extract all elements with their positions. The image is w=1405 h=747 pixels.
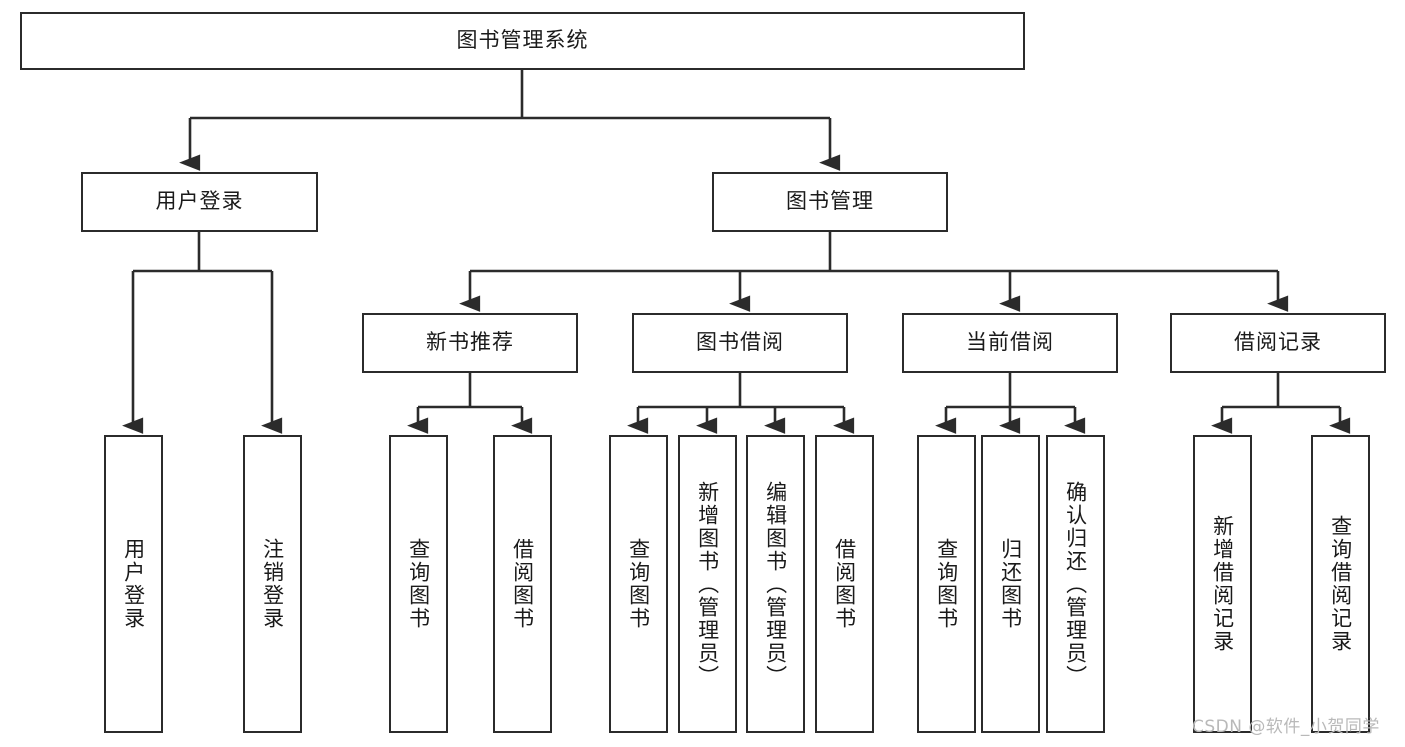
leaf-current-borrow-2[interactable]: 确认归还（管理员）	[1046, 435, 1105, 733]
leaf-user-login-1-label: 注销登录	[260, 538, 285, 630]
leaf-current-borrow-1[interactable]: 归还图书	[981, 435, 1040, 733]
leaf-book-borrow-3-label: 借阅图书	[832, 538, 857, 630]
leaf-new-book-1[interactable]: 借阅图书	[493, 435, 552, 733]
node-root-label: 图书管理系统	[456, 28, 589, 53]
node-new-book-recommend-label: 新书推荐	[426, 330, 514, 355]
node-root[interactable]: 图书管理系统	[20, 12, 1025, 70]
node-book-borrow-label: 图书借阅	[696, 330, 784, 355]
leaf-new-book-1-label: 借阅图书	[510, 538, 535, 630]
leaf-borrow-record-0-label: 新增借阅记录	[1210, 515, 1235, 653]
node-borrow-record-label: 借阅记录	[1234, 330, 1322, 355]
leaf-borrow-record-1[interactable]: 查询借阅记录	[1311, 435, 1370, 733]
node-book-manage-label: 图书管理	[786, 189, 874, 214]
node-borrow-record[interactable]: 借阅记录	[1170, 313, 1386, 373]
leaf-current-borrow-0[interactable]: 查询图书	[917, 435, 976, 733]
leaf-book-borrow-1-label: 新增图书（管理员）	[695, 480, 720, 688]
leaf-book-borrow-1[interactable]: 新增图书（管理员）	[678, 435, 737, 733]
leaf-new-book-0[interactable]: 查询图书	[389, 435, 448, 733]
node-user-login[interactable]: 用户登录	[81, 172, 318, 232]
leaf-current-borrow-1-label: 归还图书	[998, 538, 1023, 630]
watermark: CSDN @软件_小贺同学	[1192, 717, 1380, 737]
leaf-book-borrow-2[interactable]: 编辑图书（管理员）	[746, 435, 805, 733]
leaf-book-borrow-2-label: 编辑图书（管理员）	[763, 480, 788, 688]
leaf-book-borrow-0[interactable]: 查询图书	[609, 435, 668, 733]
node-new-book-recommend[interactable]: 新书推荐	[362, 313, 578, 373]
node-book-manage[interactable]: 图书管理	[712, 172, 948, 232]
node-user-login-label: 用户登录	[155, 189, 244, 214]
node-book-borrow[interactable]: 图书借阅	[632, 313, 848, 373]
leaf-user-login-0[interactable]: 用户登录	[104, 435, 163, 733]
leaf-current-borrow-0-label: 查询图书	[934, 538, 959, 630]
leaf-current-borrow-2-label: 确认归还（管理员）	[1063, 480, 1088, 688]
node-current-borrow[interactable]: 当前借阅	[902, 313, 1118, 373]
leaf-user-login-1[interactable]: 注销登录	[243, 435, 302, 733]
node-current-borrow-label: 当前借阅	[966, 330, 1054, 355]
leaf-book-borrow-3[interactable]: 借阅图书	[815, 435, 874, 733]
leaf-new-book-0-label: 查询图书	[406, 538, 431, 630]
leaf-user-login-0-label: 用户登录	[121, 538, 146, 630]
leaf-book-borrow-0-label: 查询图书	[626, 538, 651, 630]
leaf-borrow-record-1-label: 查询借阅记录	[1328, 515, 1353, 653]
leaf-borrow-record-0[interactable]: 新增借阅记录	[1193, 435, 1252, 733]
